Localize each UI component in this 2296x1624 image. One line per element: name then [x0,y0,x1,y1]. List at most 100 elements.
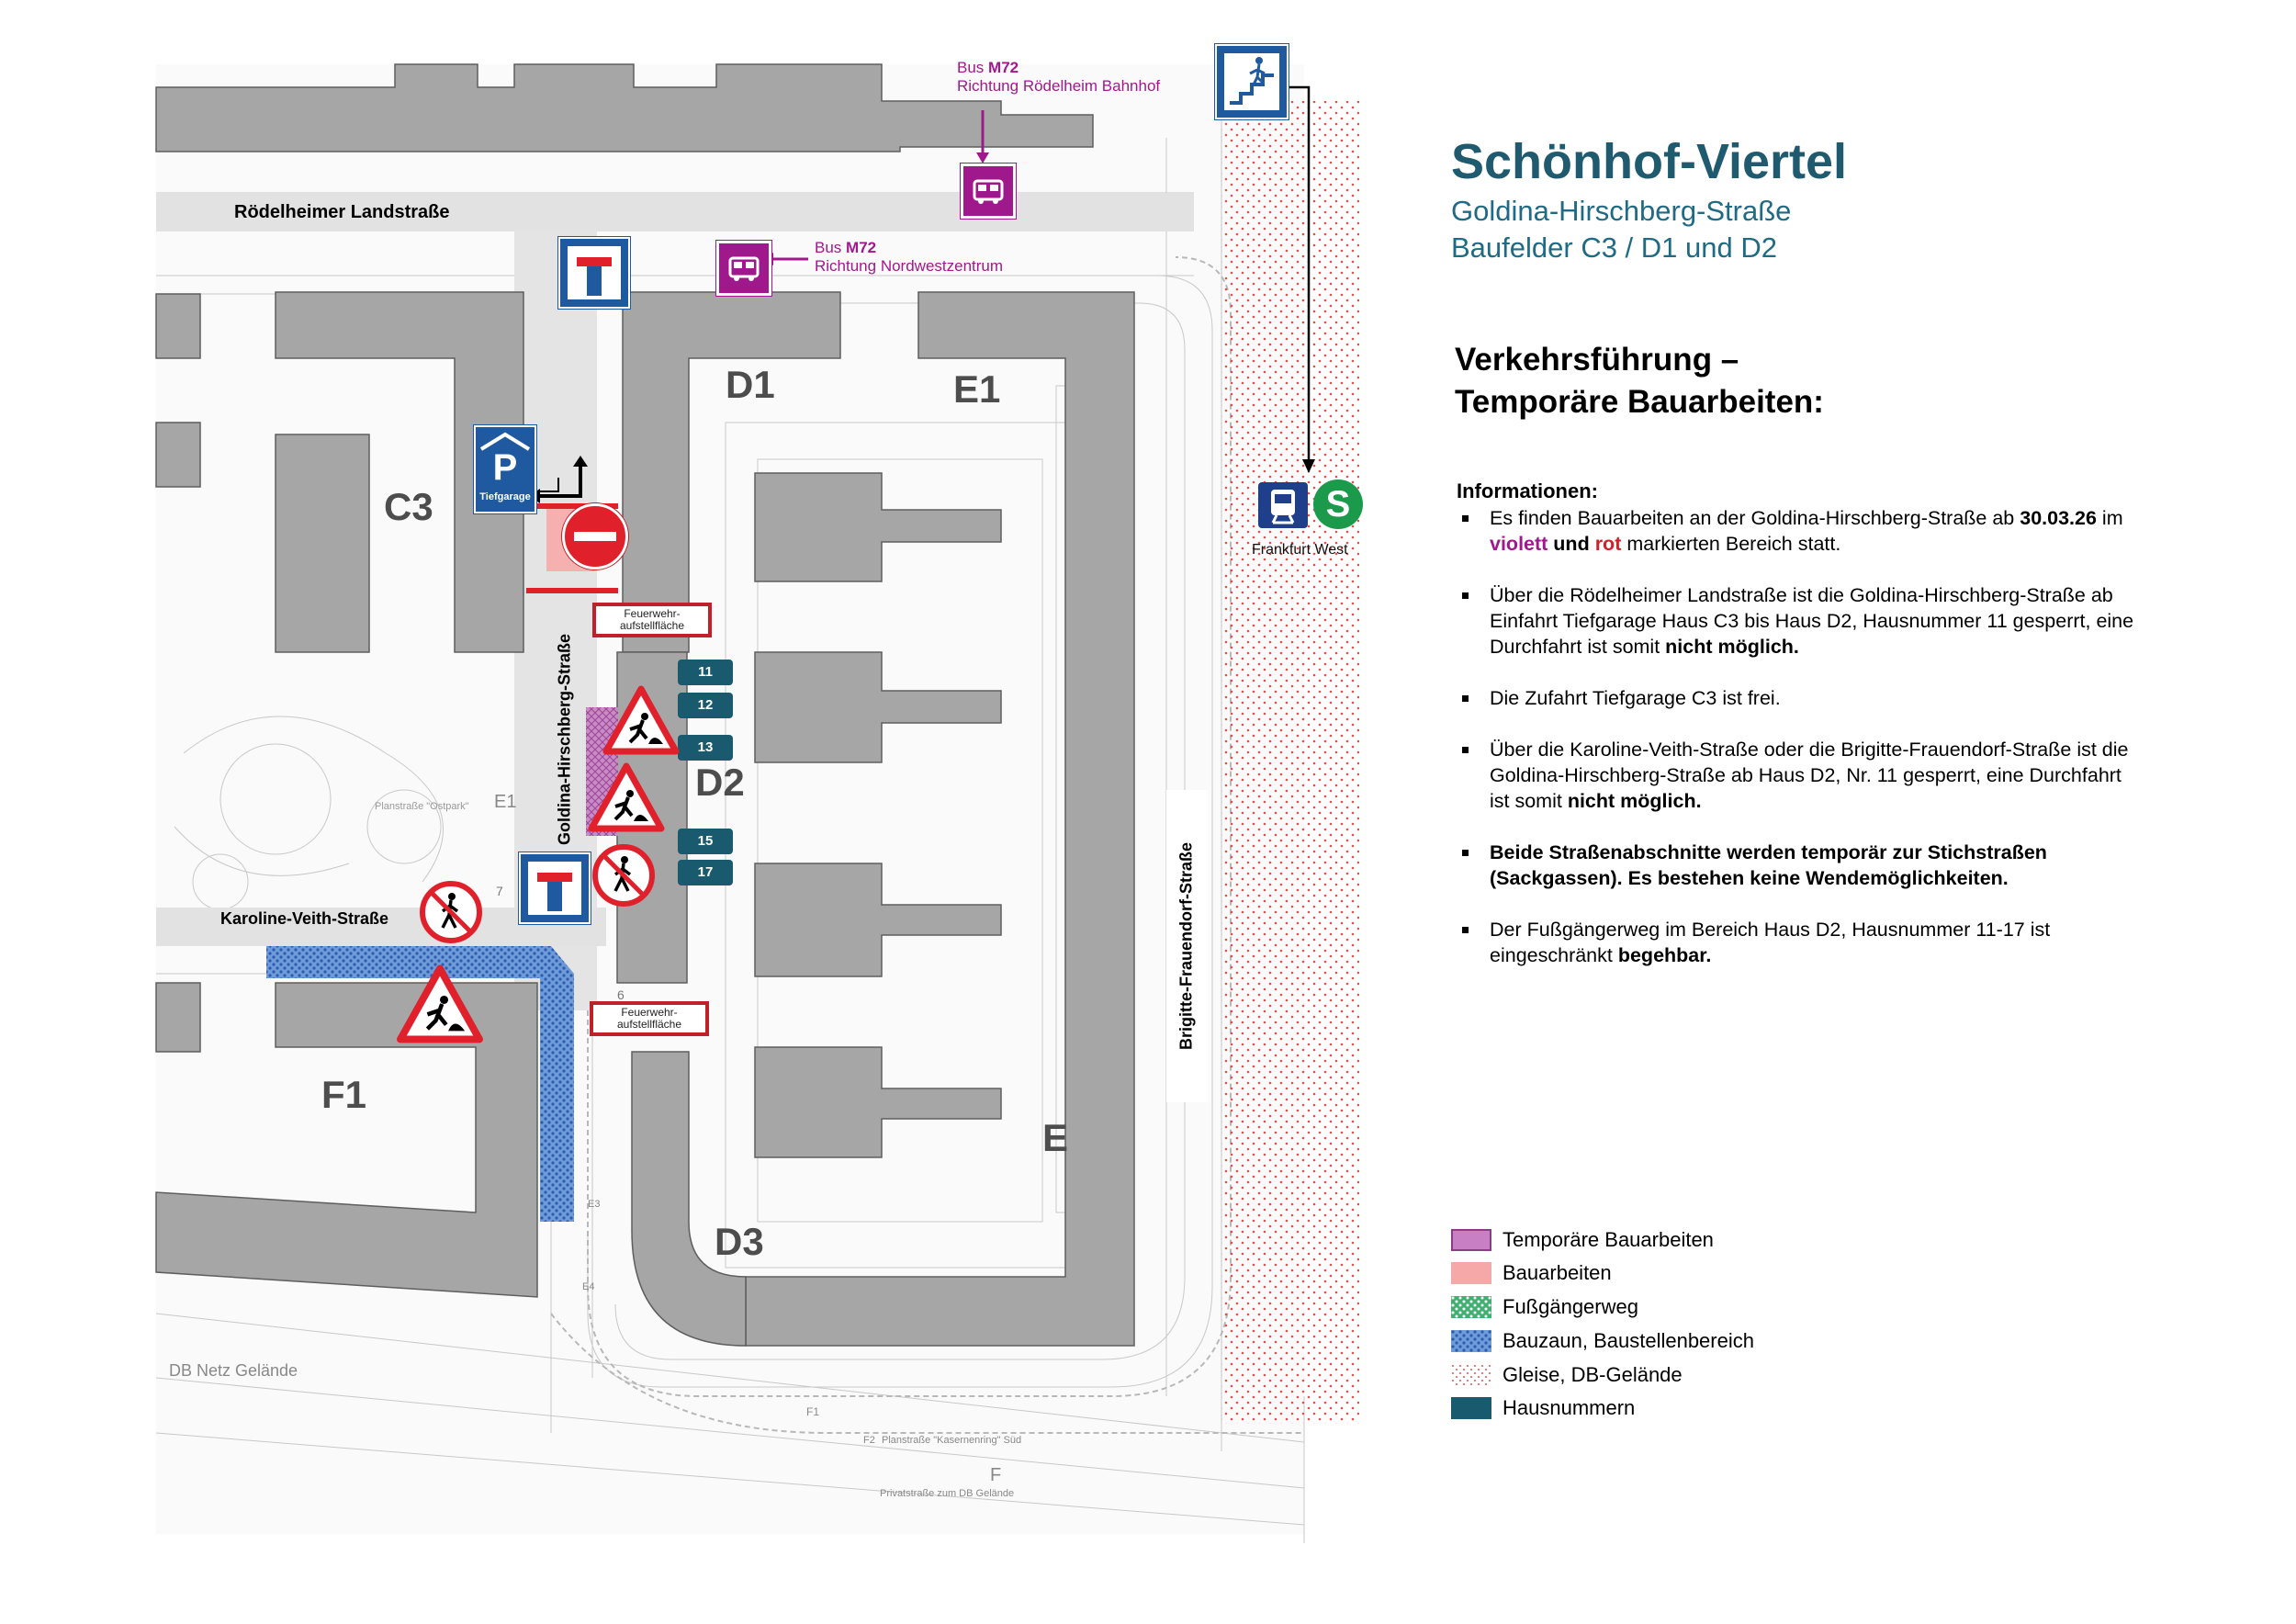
construction-fence-area [266,946,574,1222]
building-c3-south [275,434,370,653]
no-entry-sign [562,503,628,570]
info-item-4: Über die Karoline-Veith-Straße oder die … [1457,737,2136,814]
building-d3 [631,1051,747,1347]
bus-direction-2: Richtung Nordwestzentrum [815,257,1004,275]
subtitle-street: Goldina-Hirschberg-Straße [1451,195,1792,227]
fire-brigade-area-south: Feuerwehr-aufstellfläche [590,1001,709,1036]
roadworks-icon [613,790,648,821]
info-item-3: Die Zufahrt Tiefgarage C3 ist frei. [1457,685,2136,711]
dead-end-icon [568,246,621,299]
plan-code-7: 7 [496,884,503,898]
building-label-e: E [1042,1116,1069,1159]
stairs-sign [1215,44,1289,119]
bus-icon [973,179,1004,204]
plan-code-f1: F1 [806,1405,820,1418]
buildings [155,63,1135,1347]
house-number-13: 13 [678,735,733,761]
bus-label-2: Bus M72 Richtung Nordwestzentrum [815,239,1003,276]
legend-railway: Gleise, DB-Gelände [1451,1361,1683,1389]
house-number-17: 17 [678,860,733,885]
building-row-1 [754,472,1002,582]
legend-swatch-green [1451,1296,1491,1318]
bus-prefix-2: Bus [815,239,847,256]
plan-label-privatstrasse: Privatstraße zum DB Gelände [880,1488,1015,1499]
info-item-2: Über die Rödelheimer Landstraße ist die … [1457,582,2136,660]
bus-prefix-1: Bus [957,59,989,76]
fire-brigade-area-north: Feuerwehr-aufstellfläche [592,603,712,637]
plan-code-e4: E4 [582,1281,595,1292]
plan-label-db-netz: DB Netz Gelände [169,1361,298,1380]
roadworks-sign-2 [588,762,665,832]
dead-end-icon [528,862,581,915]
parking-label: Tiefgarage [479,491,531,502]
parking-letter: P [492,447,518,488]
brigitte-label-box [1166,790,1208,1102]
house-number-11: 11 [678,660,733,685]
roedelheimer-label: Rödelheimer Landstraße [234,202,450,222]
route-arrowhead [1302,459,1315,473]
building-small-3 [155,982,201,1053]
legend-swatch-violet [1451,1229,1491,1251]
subtitle-fields: Baufelder C3 / D1 und D2 [1451,231,1777,264]
info-item-1: Es finden Bauarbeiten an der Goldina-Hir… [1457,505,2136,557]
bus-stop-icon-1[interactable] [961,164,1016,219]
stairs-icon [1224,53,1279,110]
plan-code-f2: F2 [863,1435,875,1446]
goldina-label: Goldina-Hirschberg-Straße [555,633,574,846]
legend-swatch-dots-red [1451,1364,1491,1386]
legend-label: Bauzaun, Baustellenbereich [1503,1329,1754,1352]
sbahn-icon: S [1313,479,1363,529]
legend-label: Fußgängerweg [1503,1295,1638,1318]
plan-paths [550,256,1304,1434]
fire-area-text-1: Feuerwehr- [624,607,681,620]
legend-house-numbers: Hausnummern [1451,1394,1635,1422]
roadworks-icon [628,713,663,744]
legend-temporary-construction: Temporäre Bauarbeiten [1451,1226,1714,1254]
legend-footpath: Fußgängerweg [1451,1293,1638,1321]
parking-sign: P Tiefgarage [474,425,536,513]
building-label-d3: D3 [715,1220,764,1263]
no-entry-bar-icon [574,532,616,541]
fire-area-text-2: aufstellfläche [616,1018,682,1031]
fire-area-text-1: Feuerwehr- [621,1006,678,1019]
roadworks-sign-3 [397,964,483,1043]
roadworks-icon [425,995,466,1032]
building-row-4 [754,1046,1002,1158]
legend-label: Hausnummern [1503,1396,1636,1419]
dead-end-sign-north [558,237,630,309]
building-f1 [155,982,538,1298]
building-label-d2: D2 [695,761,745,804]
plan-code-e3: E3 [588,1199,601,1210]
fire-area-text-2: aufstellfläche [619,619,685,632]
bus-icon [728,256,760,281]
building-row-3 [754,863,1002,977]
info-item-5: Beide Straßenabschnitte werden temporär … [1457,840,2136,891]
building-label-f1: F1 [321,1073,367,1116]
house-number-12: 12 [678,693,733,718]
bus-label-1: Bus M72 Richtung Rödelheim Bahnhof [957,59,1160,96]
bus-stop-icon-2[interactable] [716,241,771,296]
building-c3-north [275,291,524,653]
pedestrian-icon [613,856,632,892]
building-label-c3: C3 [384,485,433,528]
legend-label: Temporäre Bauarbeiten [1503,1228,1714,1251]
roedelheimer-road [156,193,1194,231]
building-small-1 [155,293,201,359]
section-heading-2: Temporäre Bauarbeiten: [1455,384,1824,420]
bus-line-1: M72 [988,59,1019,76]
plan-label-ostpark: Planstraße "Ostpark" [375,801,469,812]
parking-roof-icon [479,432,531,451]
building-row-2 [754,651,1002,763]
station-label: Frankfurt West [1252,542,1348,558]
legend-construction: Bauarbeiten [1451,1259,1612,1287]
roadworks-sign-1 [602,685,680,755]
building-label-e1: E1 [953,367,1001,411]
info-item-6: Der Fußgängerweg im Bereich Haus D2, Hau… [1457,917,2136,968]
brigitte-label: Brigitte-Frauendorf-Straße [1176,841,1196,1051]
red-barrier-bottom [526,588,618,593]
parking-arrow [537,464,582,498]
site-map: Bus M72 Richtung Rödelheim Bahnhof Bus M… [155,44,1363,1543]
legend-swatch-teal [1451,1397,1491,1419]
legend-swatch-red [1451,1262,1491,1284]
info-list: Es finden Bauarbeiten an der Goldina-Hir… [1457,505,2136,994]
